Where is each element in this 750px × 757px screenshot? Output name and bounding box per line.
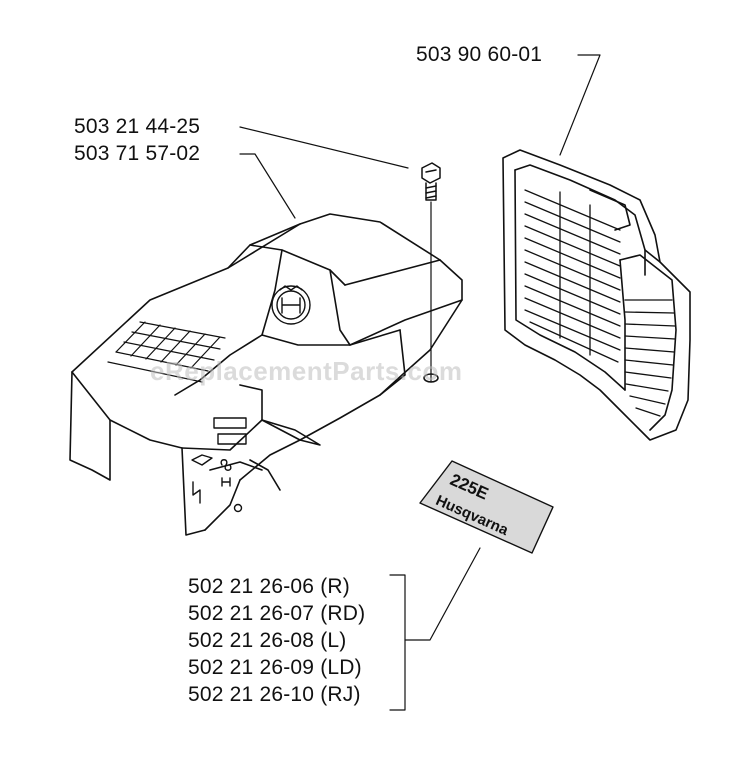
part-number-decal-ld: 502 21 26-09 (LD) [188,656,362,679]
screw-part [421,162,441,383]
part-number-decal-l: 502 21 26-08 (L) [188,629,347,652]
watermark-text: eReplacementParts.com [150,356,463,386]
part-number-decal-rd: 502 21 26-07 (RD) [188,602,366,625]
part-number-cover: 503 71 57-02 [74,142,201,165]
crown-logo-icon [271,285,311,325]
leader-lines [239,54,601,711]
engine-cover [69,213,463,536]
part-number-screw: 503 21 44-25 [74,115,201,138]
part-number-grille: 503 90 60-01 [416,43,543,66]
part-number-decal-r: 502 21 26-06 (R) [188,575,350,598]
air-grille-cover [502,149,691,441]
model-decal [419,460,554,554]
part-number-decal-rj: 502 21 26-10 (RJ) [188,683,361,706]
control-symbols-icon [191,417,247,513]
